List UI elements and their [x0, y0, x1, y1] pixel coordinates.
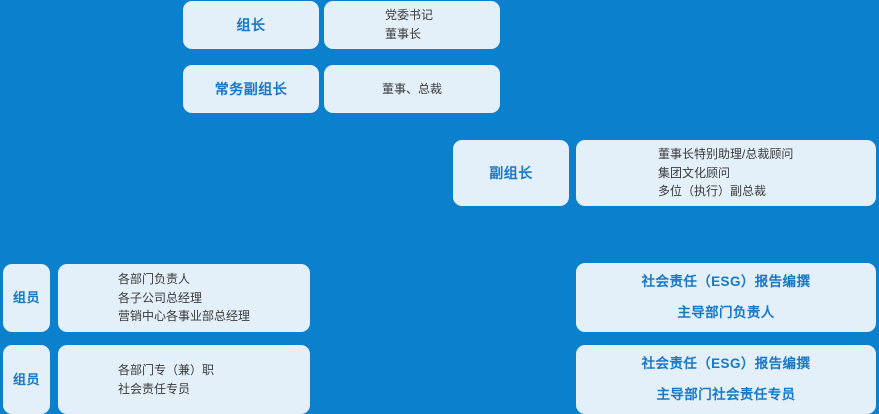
detail-group-member-2: 各部门专（兼）职 社会责任专员 [118, 361, 214, 398]
detail-line: 各部门专（兼）职 [118, 362, 215, 377]
esg-text-group-2: 社会责任（ESG）报告编撰 主导部门社会责任专员 [642, 354, 811, 404]
detail-group-leader: 党委书记 董事长 [385, 6, 433, 43]
detail-line: 董事、总裁 [381, 81, 442, 96]
role-label-leader: 组长 [236, 16, 266, 33]
detail-line: 社会责任专员 [118, 381, 191, 396]
esg-line: 社会责任（ESG）报告编撰 [641, 356, 811, 372]
esg-text-group-1: 社会责任（ESG）报告编撰 主导部门负责人 [642, 272, 811, 322]
detail-line: 各部门负责人 [118, 272, 191, 287]
detail-line: 党委书记 [385, 8, 434, 23]
detail-group-deputy-leader: 董事长特别助理/总裁顾问 集团文化顾问 多位（执行）副总裁 [658, 145, 793, 201]
detail-group-executive-deputy-leader: 董事、总裁 [382, 80, 442, 99]
esg-card-report-owner: 社会责任（ESG）报告编撰 主导部门负责人 [576, 263, 876, 332]
detail-card-member-1: 各部门负责人 各子公司总经理 营销中心各事业部总经理 [58, 264, 310, 332]
detail-line: 多位（执行）副总裁 [658, 184, 767, 199]
role-label-member-2: 组员 [12, 371, 40, 387]
role-card-executive-deputy-leader: 常务副组长 [183, 65, 319, 113]
detail-line: 董事长特别助理/总裁顾问 [658, 147, 794, 162]
detail-group-member-1: 各部门负责人 各子公司总经理 营销中心各事业部总经理 [118, 270, 250, 326]
esg-line: 主导部门负责人 [677, 305, 775, 320]
detail-card-member-2: 各部门专（兼）职 社会责任专员 [58, 345, 310, 414]
role-card-deputy-leader: 副组长 [453, 140, 569, 206]
role-card-member-2: 组员 [3, 345, 50, 414]
detail-line: 集团文化顾问 [658, 165, 731, 180]
role-card-leader: 组长 [183, 1, 319, 49]
detail-card-executive-deputy-leader: 董事、总裁 [324, 65, 500, 113]
role-label-member-1: 组员 [12, 290, 40, 306]
detail-line: 各子公司总经理 [118, 290, 203, 305]
detail-line: 营销中心各事业部总经理 [118, 309, 251, 324]
esg-line: 主导部门社会责任专员 [656, 387, 796, 402]
esg-card-report-specialist: 社会责任（ESG）报告编撰 主导部门社会责任专员 [576, 345, 876, 414]
esg-line: 社会责任（ESG）报告编撰 [641, 274, 811, 290]
detail-card-leader: 党委书记 董事长 [324, 1, 500, 49]
role-label-executive-deputy-leader: 常务副组长 [214, 80, 288, 97]
role-card-member-1: 组员 [3, 264, 50, 332]
detail-line: 董事长 [385, 27, 422, 41]
role-label-deputy-leader: 副组长 [489, 164, 533, 181]
detail-card-deputy-leader: 董事长特别助理/总裁顾问 集团文化顾问 多位（执行）副总裁 [576, 140, 876, 206]
